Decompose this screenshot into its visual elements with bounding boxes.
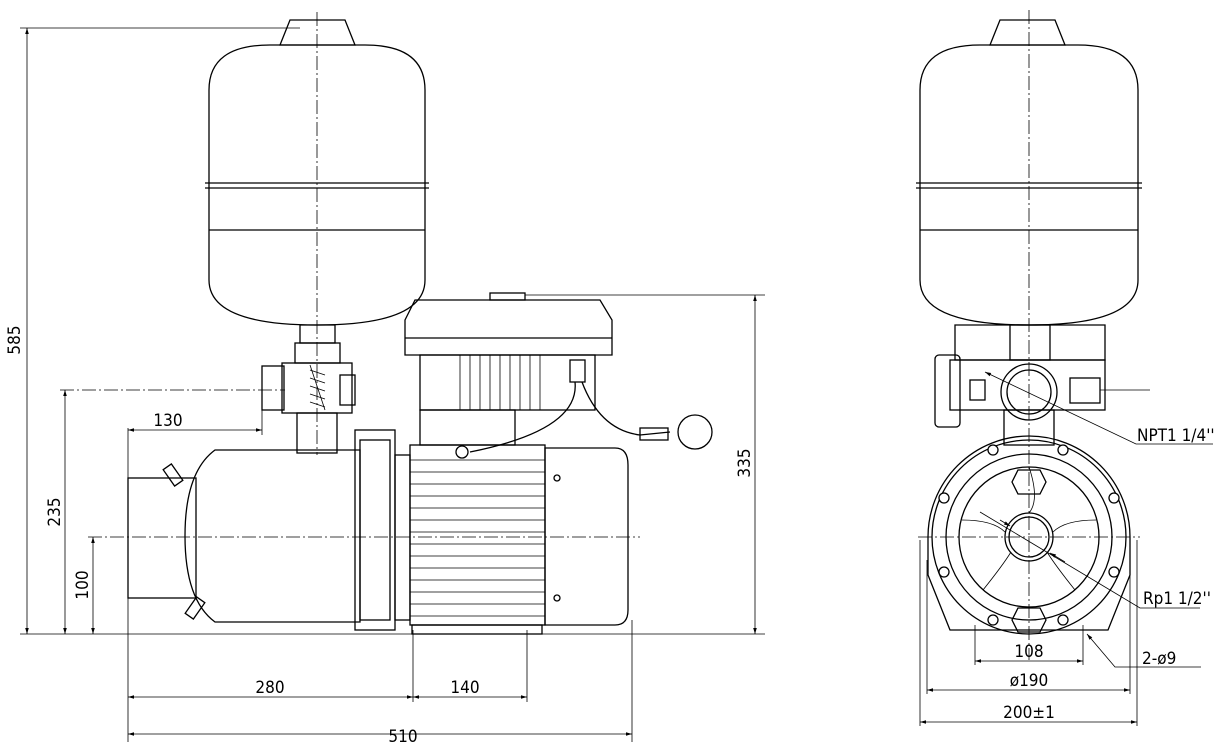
pump-body [127, 429, 629, 635]
plug-grip [639, 427, 669, 441]
dim-outlet-offset: 130 [153, 411, 182, 431]
dim-foot-width: 108 [1014, 642, 1043, 662]
power-plug-icon [677, 414, 713, 450]
dim-outlet-height: 235 [45, 497, 65, 526]
dim-foot-spacing: 140 [450, 678, 479, 698]
controller-box [404, 292, 613, 446]
front-view: NPT1 1/4'' Rp1 1/2'' 2-ø9 108 ø190 200±1 [916, 10, 1215, 726]
bolt-holes [938, 444, 1120, 626]
dim-inlet-to-foot: 280 [255, 678, 284, 698]
check-valve [261, 324, 356, 454]
power-cord [581, 381, 671, 436]
label-outlet-thread: NPT1 1/4'' [1137, 426, 1215, 446]
dim-casing-diameter: ø190 [1010, 671, 1049, 691]
cable [469, 381, 576, 453]
dim-inlet-height: 100 [73, 570, 93, 599]
label-inlet-thread: Rp1 1/2'' [1143, 589, 1211, 609]
dim-overall-height: 585 [5, 325, 25, 354]
dim-overall-length: 510 [388, 727, 417, 746]
dim-overall-width: 200±1 [1003, 703, 1055, 723]
label-mount-holes: 2-ø9 [1142, 649, 1176, 669]
valve-block [934, 324, 1150, 446]
dim-motor-height: 335 [735, 448, 755, 477]
side-view: 585 235 100 335 130 280 140 510 [5, 12, 765, 746]
